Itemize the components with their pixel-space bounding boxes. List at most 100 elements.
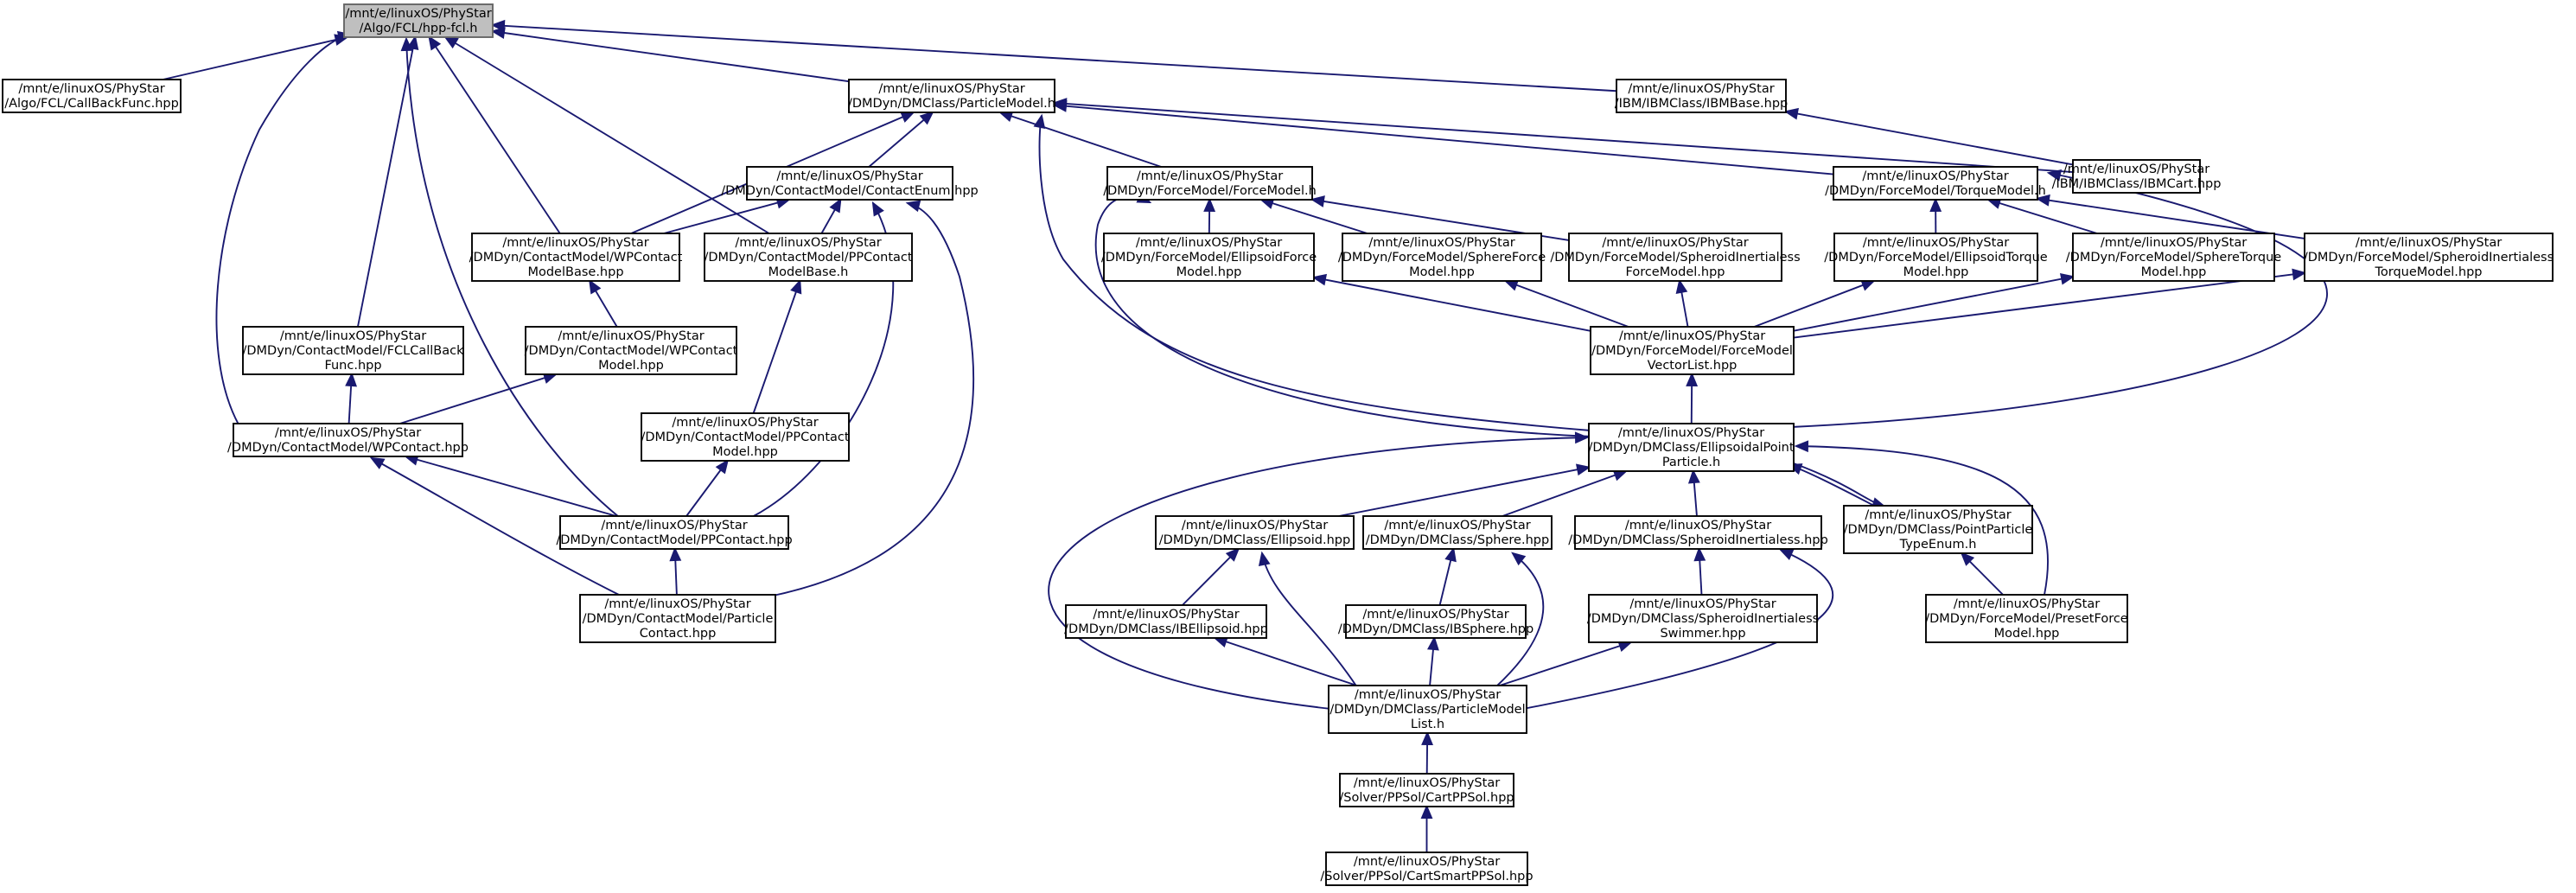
node-box[interactable]: [1833, 233, 2038, 282]
node-n23[interactable]: /mnt/e/linuxOS/PhyStar/DMDyn/DMClass/Ell…: [1155, 515, 1355, 550]
node-label-line: /mnt/e/linuxOS/PhyStar: [1354, 776, 1500, 790]
node-box[interactable]: [471, 233, 680, 282]
node-n0[interactable]: /mnt/e/linuxOS/PhyStar/Algo/FCL/hpp-fcl.…: [343, 3, 494, 38]
node-box[interactable]: [233, 423, 463, 457]
node-n15[interactable]: /mnt/e/linuxOS/PhyStar/DMDyn/ForceModel/…: [2304, 233, 2554, 282]
edge-line: [663, 199, 789, 234]
node-box[interactable]: [848, 79, 1055, 113]
root-node-box[interactable]: [343, 3, 494, 38]
node-box[interactable]: [1065, 604, 1267, 639]
node-n10[interactable]: /mnt/e/linuxOS/PhyStar/DMDyn/ForceModel/…: [1101, 233, 1317, 282]
edge-line: [215, 34, 351, 425]
node-n20[interactable]: /mnt/e/linuxOS/PhyStar/DMDyn/ContactMode…: [641, 412, 850, 462]
node-n29[interactable]: /mnt/e/linuxOS/PhyStar/DMDyn/DMClass/IBS…: [1338, 604, 1533, 639]
edge-n15-n6: [2035, 194, 2305, 239]
node-label-line: /DMDyn/ForceModel/PresetForce: [1925, 612, 2128, 626]
node-n12[interactable]: /mnt/e/linuxOS/PhyStar/DMDyn/ForceModel/…: [1550, 233, 1801, 282]
node-box[interactable]: [746, 166, 953, 201]
node-n32[interactable]: /mnt/e/linuxOS/PhyStar/DMDyn/DMClass/Par…: [1328, 685, 1527, 734]
node-box[interactable]: [1155, 515, 1355, 550]
node-n4[interactable]: /mnt/e/linuxOS/PhyStar/DMDyn/ContactMode…: [721, 166, 979, 201]
node-n19[interactable]: /mnt/e/linuxOS/PhyStar/DMDyn/ContactMode…: [227, 423, 469, 457]
node-n16[interactable]: /mnt/e/linuxOS/PhyStar/DMDyn/ContactMode…: [242, 326, 464, 375]
node-label-line: /DMDyn/ContactModel/PPContact: [704, 251, 912, 265]
node-n26[interactable]: /mnt/e/linuxOS/PhyStar/DMDyn/DMClass/Poi…: [1843, 505, 2033, 554]
node-box[interactable]: [1925, 594, 2128, 643]
node-box[interactable]: [1588, 594, 1818, 643]
node-n2[interactable]: /mnt/e/linuxOS/PhyStar/DMDyn/DMClass/Par…: [848, 79, 1055, 113]
node-label-line: /mnt/e/linuxOS/PhyStar: [2356, 236, 2502, 250]
node-box[interactable]: [1342, 233, 1542, 282]
node-box[interactable]: [2072, 159, 2201, 194]
edge-n21-n6: [1790, 169, 2328, 428]
edge-n32-n25: [1522, 549, 1834, 710]
node-n1[interactable]: /mnt/e/linuxOS/PhyStar/Algo/FCL/CallBack…: [2, 79, 182, 113]
edge-line: [492, 30, 850, 83]
node-box[interactable]: [1339, 773, 1514, 807]
node-n30[interactable]: /mnt/e/linuxOS/PhyStar/DMDyn/DMClass/Sph…: [1587, 594, 1819, 643]
node-box[interactable]: [1345, 604, 1527, 639]
node-box[interactable]: [2304, 233, 2554, 282]
node-label-line: /mnt/e/linuxOS/PhyStar: [280, 329, 426, 343]
edge-n17-n8: [589, 278, 618, 328]
node-n17[interactable]: /mnt/e/linuxOS/PhyStar/DMDyn/ContactMode…: [525, 326, 738, 375]
edge-n18-n10: [1311, 273, 1591, 332]
node-n18[interactable]: /mnt/e/linuxOS/PhyStar/DMDyn/ForceModel/…: [1590, 326, 1795, 375]
node-label-line: /mnt/e/linuxOS/PhyStar: [776, 169, 922, 183]
node-n33[interactable]: /mnt/e/linuxOS/PhyStar/Solver/PPSol/Cart…: [1339, 773, 1514, 807]
node-box[interactable]: [1325, 852, 1528, 886]
edge-n32-n23: [1258, 551, 1358, 688]
node-n5[interactable]: /mnt/e/linuxOS/PhyStar/DMDyn/ForceModel/…: [1103, 166, 1317, 201]
node-label-line: /mnt/e/linuxOS/PhyStar: [345, 7, 491, 21]
node-box[interactable]: [525, 326, 737, 375]
edge-n18-n14: [1793, 272, 2075, 332]
node-n3[interactable]: /mnt/e/linuxOS/PhyStar/IBM/IBMClass/IBMB…: [1615, 79, 1789, 113]
node-box[interactable]: [641, 412, 850, 462]
edge-arrowhead: [589, 278, 602, 295]
node-box[interactable]: [2072, 233, 2275, 282]
edge-line: [1054, 104, 1834, 175]
node-label-line: ModelBase.hpp: [527, 265, 623, 279]
node-n8[interactable]: /mnt/e/linuxOS/PhyStar/DMDyn/ContactMode…: [469, 233, 683, 282]
node-box[interactable]: [1103, 233, 1315, 282]
edge-n7-n2: [1052, 98, 2074, 173]
node-n24[interactable]: /mnt/e/linuxOS/PhyStar/DMDyn/DMClass/Sph…: [1362, 515, 1553, 550]
node-n28[interactable]: /mnt/e/linuxOS/PhyStar/DMDyn/DMClass/IBE…: [1064, 604, 1268, 639]
node-box[interactable]: [1843, 505, 2033, 554]
node-box[interactable]: [559, 515, 789, 550]
edge-line: [1048, 437, 1588, 710]
node-box[interactable]: [1328, 685, 1527, 734]
node-label-line: /DMDyn/ForceModel/SpheroidInertialess: [1550, 251, 1800, 265]
node-n13[interactable]: /mnt/e/linuxOS/PhyStar/DMDyn/ForceModel/…: [1824, 233, 2048, 282]
node-n27[interactable]: /mnt/e/linuxOS/PhyStar/DMDyn/ContactMode…: [579, 594, 776, 643]
node-box[interactable]: [1588, 423, 1795, 472]
node-box[interactable]: [1574, 515, 1822, 550]
node-n9[interactable]: /mnt/e/linuxOS/PhyStar/DMDyn/ContactMode…: [704, 233, 913, 282]
node-box[interactable]: [242, 326, 464, 375]
node-box[interactable]: [1590, 326, 1795, 375]
node-n21[interactable]: /mnt/e/linuxOS/PhyStar/DMDyn/DMClass/Ell…: [1588, 423, 1795, 472]
node-box[interactable]: [1568, 233, 1782, 282]
node-n34[interactable]: /mnt/e/linuxOS/PhyStar/Solver/PPSol/Cart…: [1320, 852, 1533, 886]
node-label-line: /mnt/e/linuxOS/PhyStar: [2101, 236, 2247, 250]
node-box[interactable]: [579, 594, 776, 643]
node-box[interactable]: [1362, 515, 1553, 550]
node-n31[interactable]: /mnt/e/linuxOS/PhyStar/DMDyn/ForceModel/…: [1925, 594, 2128, 643]
node-label-line: /Solver/PPSol/CartPPSol.hpp: [1339, 791, 1514, 805]
edge-arrowhead: [2046, 169, 2063, 182]
node-n7[interactable]: /mnt/e/linuxOS/PhyStar/IBM/IBMClass/IBMC…: [2052, 159, 2222, 194]
node-n25[interactable]: /mnt/e/linuxOS/PhyStar/DMDyn/DMClass/Sph…: [1568, 515, 1828, 550]
node-n14[interactable]: /mnt/e/linuxOS/PhyStar/DMDyn/ForceModel/…: [2066, 233, 2281, 282]
node-box[interactable]: [2, 79, 182, 113]
node-label-line: /DMDyn/DMClass/IBEllipsoid.hpp: [1064, 622, 1268, 636]
node-box[interactable]: [1616, 79, 1787, 113]
node-n11[interactable]: /mnt/e/linuxOS/PhyStar/DMDyn/ForceModel/…: [1338, 233, 1546, 282]
edge-arrowhead: [1574, 431, 1590, 444]
edge-n4-n2: [868, 111, 934, 168]
node-n6[interactable]: /mnt/e/linuxOS/PhyStar/DMDyn/ForceModel/…: [1825, 166, 2046, 201]
node-n22[interactable]: /mnt/e/linuxOS/PhyStar/DMDyn/ContactMode…: [556, 515, 793, 550]
node-box[interactable]: [1833, 166, 2038, 201]
node-box[interactable]: [1106, 166, 1313, 201]
node-box[interactable]: [704, 233, 913, 282]
